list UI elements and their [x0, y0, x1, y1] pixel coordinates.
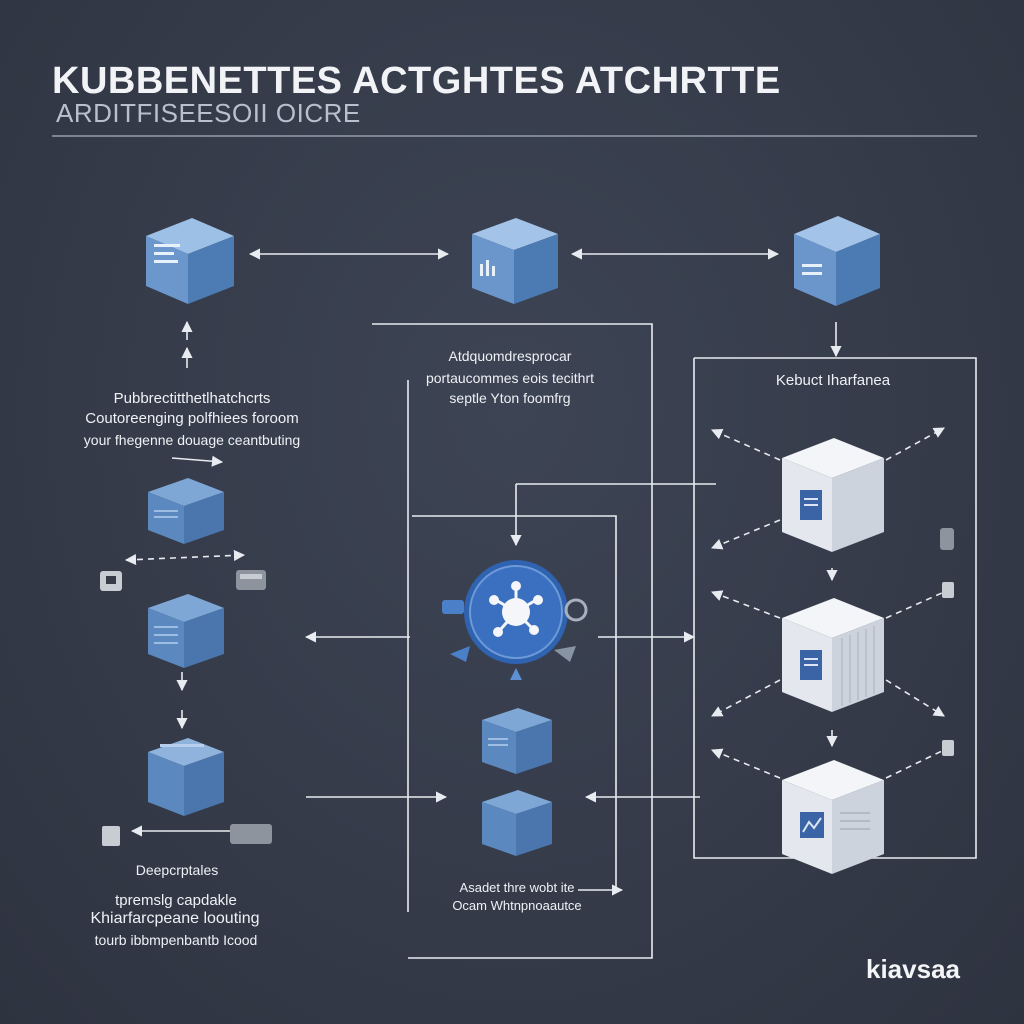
small-device-icons — [100, 528, 954, 846]
list-icon — [800, 650, 822, 680]
center-cube-2 — [482, 790, 552, 856]
list-icon — [154, 510, 178, 518]
left-link-label-arrow — [171, 455, 224, 467]
chart-icon — [480, 260, 495, 276]
bottom-left-line-2: Khiarfarcpeane loouting — [90, 910, 260, 927]
center-block-line-2: portaucommes eois tecithrt — [425, 370, 595, 386]
left-block-line-2: your fhegenne douage ceantbuting — [83, 432, 301, 448]
diagram-subtitle: ARDITFISEESOII OICRE — [56, 98, 361, 128]
bottom-left-line-1: tpremslg capdakle — [115, 892, 237, 909]
list-icon — [488, 738, 508, 746]
bottom-center-line-1: Asadet thre wobt ite — [459, 880, 575, 895]
document-icon — [154, 244, 180, 263]
left-block-line-1: Coutoreenging polfhiees foroom — [85, 410, 299, 427]
right-cube-2 — [782, 598, 884, 712]
list-icon — [800, 490, 822, 520]
device-icon — [942, 582, 954, 598]
center-block-line-3: septle Yton foomfrg — [449, 390, 571, 406]
center-hub — [442, 560, 588, 680]
top-left-cube — [146, 218, 234, 304]
box-icon — [160, 744, 204, 747]
device-icon — [940, 528, 954, 550]
left-cube-1 — [148, 478, 224, 544]
title-divider — [52, 135, 977, 137]
device-icon — [102, 826, 120, 846]
brand-logo: kiavsaa — [866, 954, 960, 984]
kubernetes-wheel-icon — [489, 581, 543, 637]
device-icon — [236, 570, 266, 590]
list-icon — [802, 264, 822, 275]
center-cube-1 — [482, 708, 552, 774]
top-right-cube — [794, 216, 880, 306]
right-cube-1 — [782, 438, 884, 552]
left-cube-2 — [148, 594, 224, 668]
device-icon — [942, 740, 954, 756]
bottom-left-heading: Deepcrptales — [135, 862, 219, 878]
center-frame-inner — [412, 515, 617, 890]
left-dashed-link — [124, 549, 246, 566]
left-block-heading: Pubbrectitthetlhatchcrts — [113, 390, 271, 407]
bottom-left-line-3: tourb ibbmpenbantb Icood — [94, 932, 258, 948]
center-block-line-1: Atdquomdresprocar — [448, 348, 572, 364]
center-frame-outer — [372, 323, 653, 959]
bottom-center-line-2: Ocam Whtnpnoaautce — [452, 898, 582, 913]
diagram-title: KUBBENETTES ACTGHTES ATCHRTTE — [52, 60, 781, 102]
server-icon — [154, 626, 178, 644]
right-frame — [693, 357, 977, 859]
right-cube-3 — [782, 760, 884, 874]
right-block-heading: Kebuct Iharfanea — [775, 372, 891, 389]
left-cube-3 — [148, 738, 224, 816]
top-center-cube — [472, 218, 558, 304]
device-icon — [230, 824, 272, 844]
chart-icon — [800, 812, 824, 838]
